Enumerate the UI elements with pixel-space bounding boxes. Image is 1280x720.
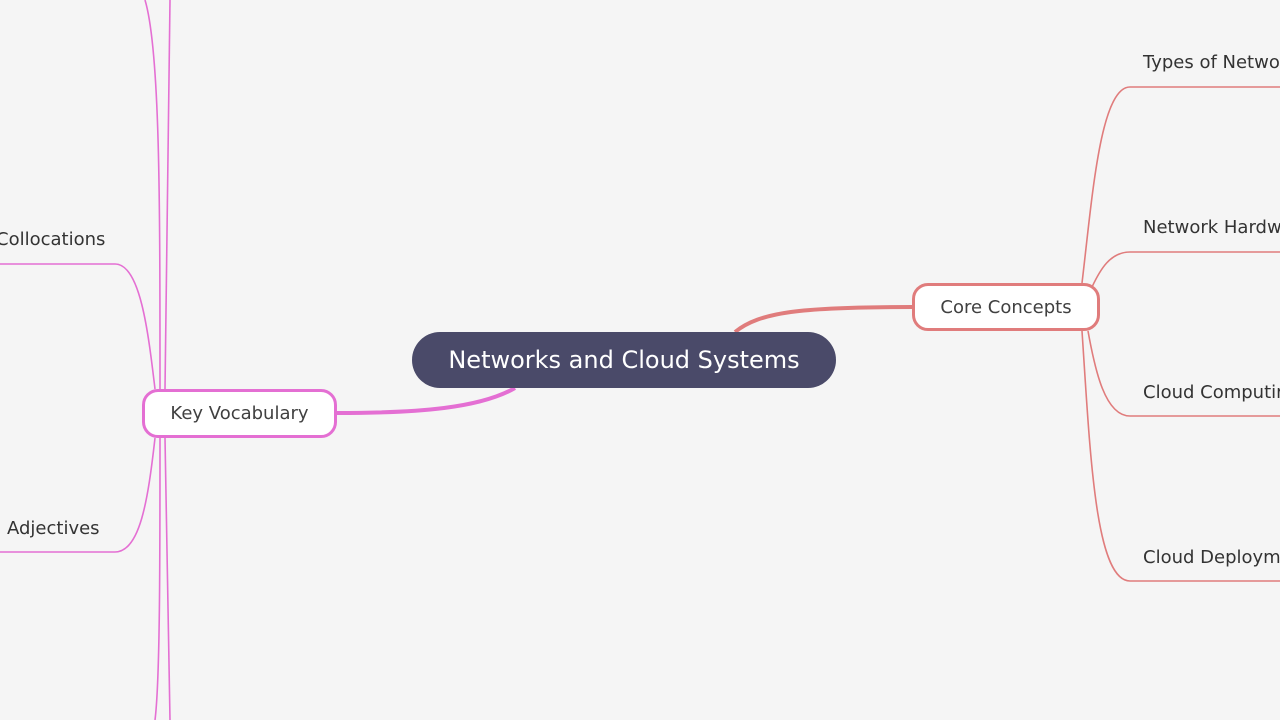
link-root-core	[733, 305, 913, 334]
link-core-deployment	[1081, 330, 1280, 582]
link-core-hardware	[1091, 251, 1280, 288]
link-root-vocab	[336, 386, 516, 415]
link-vocab-collocations	[0, 263, 156, 390]
link-vocab-top-1	[144, 0, 161, 390]
subtopic-cloud-deployment[interactable]: Cloud Deploym	[1143, 547, 1280, 568]
root-node[interactable]: Networks and Cloud Systems	[412, 332, 836, 388]
link-vocab-bottom-1	[154, 437, 161, 720]
subtopic-collocations[interactable]: Collocations	[0, 229, 106, 250]
subtopic-network-hardware[interactable]: Network Hardw	[1143, 217, 1280, 238]
branch-node-key-vocabulary[interactable]: Key Vocabulary	[142, 389, 337, 438]
link-vocab-top-2	[164, 0, 171, 390]
link-core-computing	[1087, 330, 1280, 417]
subtopic-cloud-computing[interactable]: Cloud Computir	[1143, 382, 1280, 403]
subtopic-adjectives[interactable]: Adjectives	[7, 518, 100, 539]
link-vocab-bottom-2	[164, 437, 171, 720]
branch-node-core-concepts[interactable]: Core Concepts	[912, 283, 1100, 331]
link-vocab-adjectives	[0, 437, 156, 553]
subtopic-types-of-networks[interactable]: Types of Netwo	[1143, 52, 1280, 73]
link-core-types	[1081, 86, 1280, 284]
